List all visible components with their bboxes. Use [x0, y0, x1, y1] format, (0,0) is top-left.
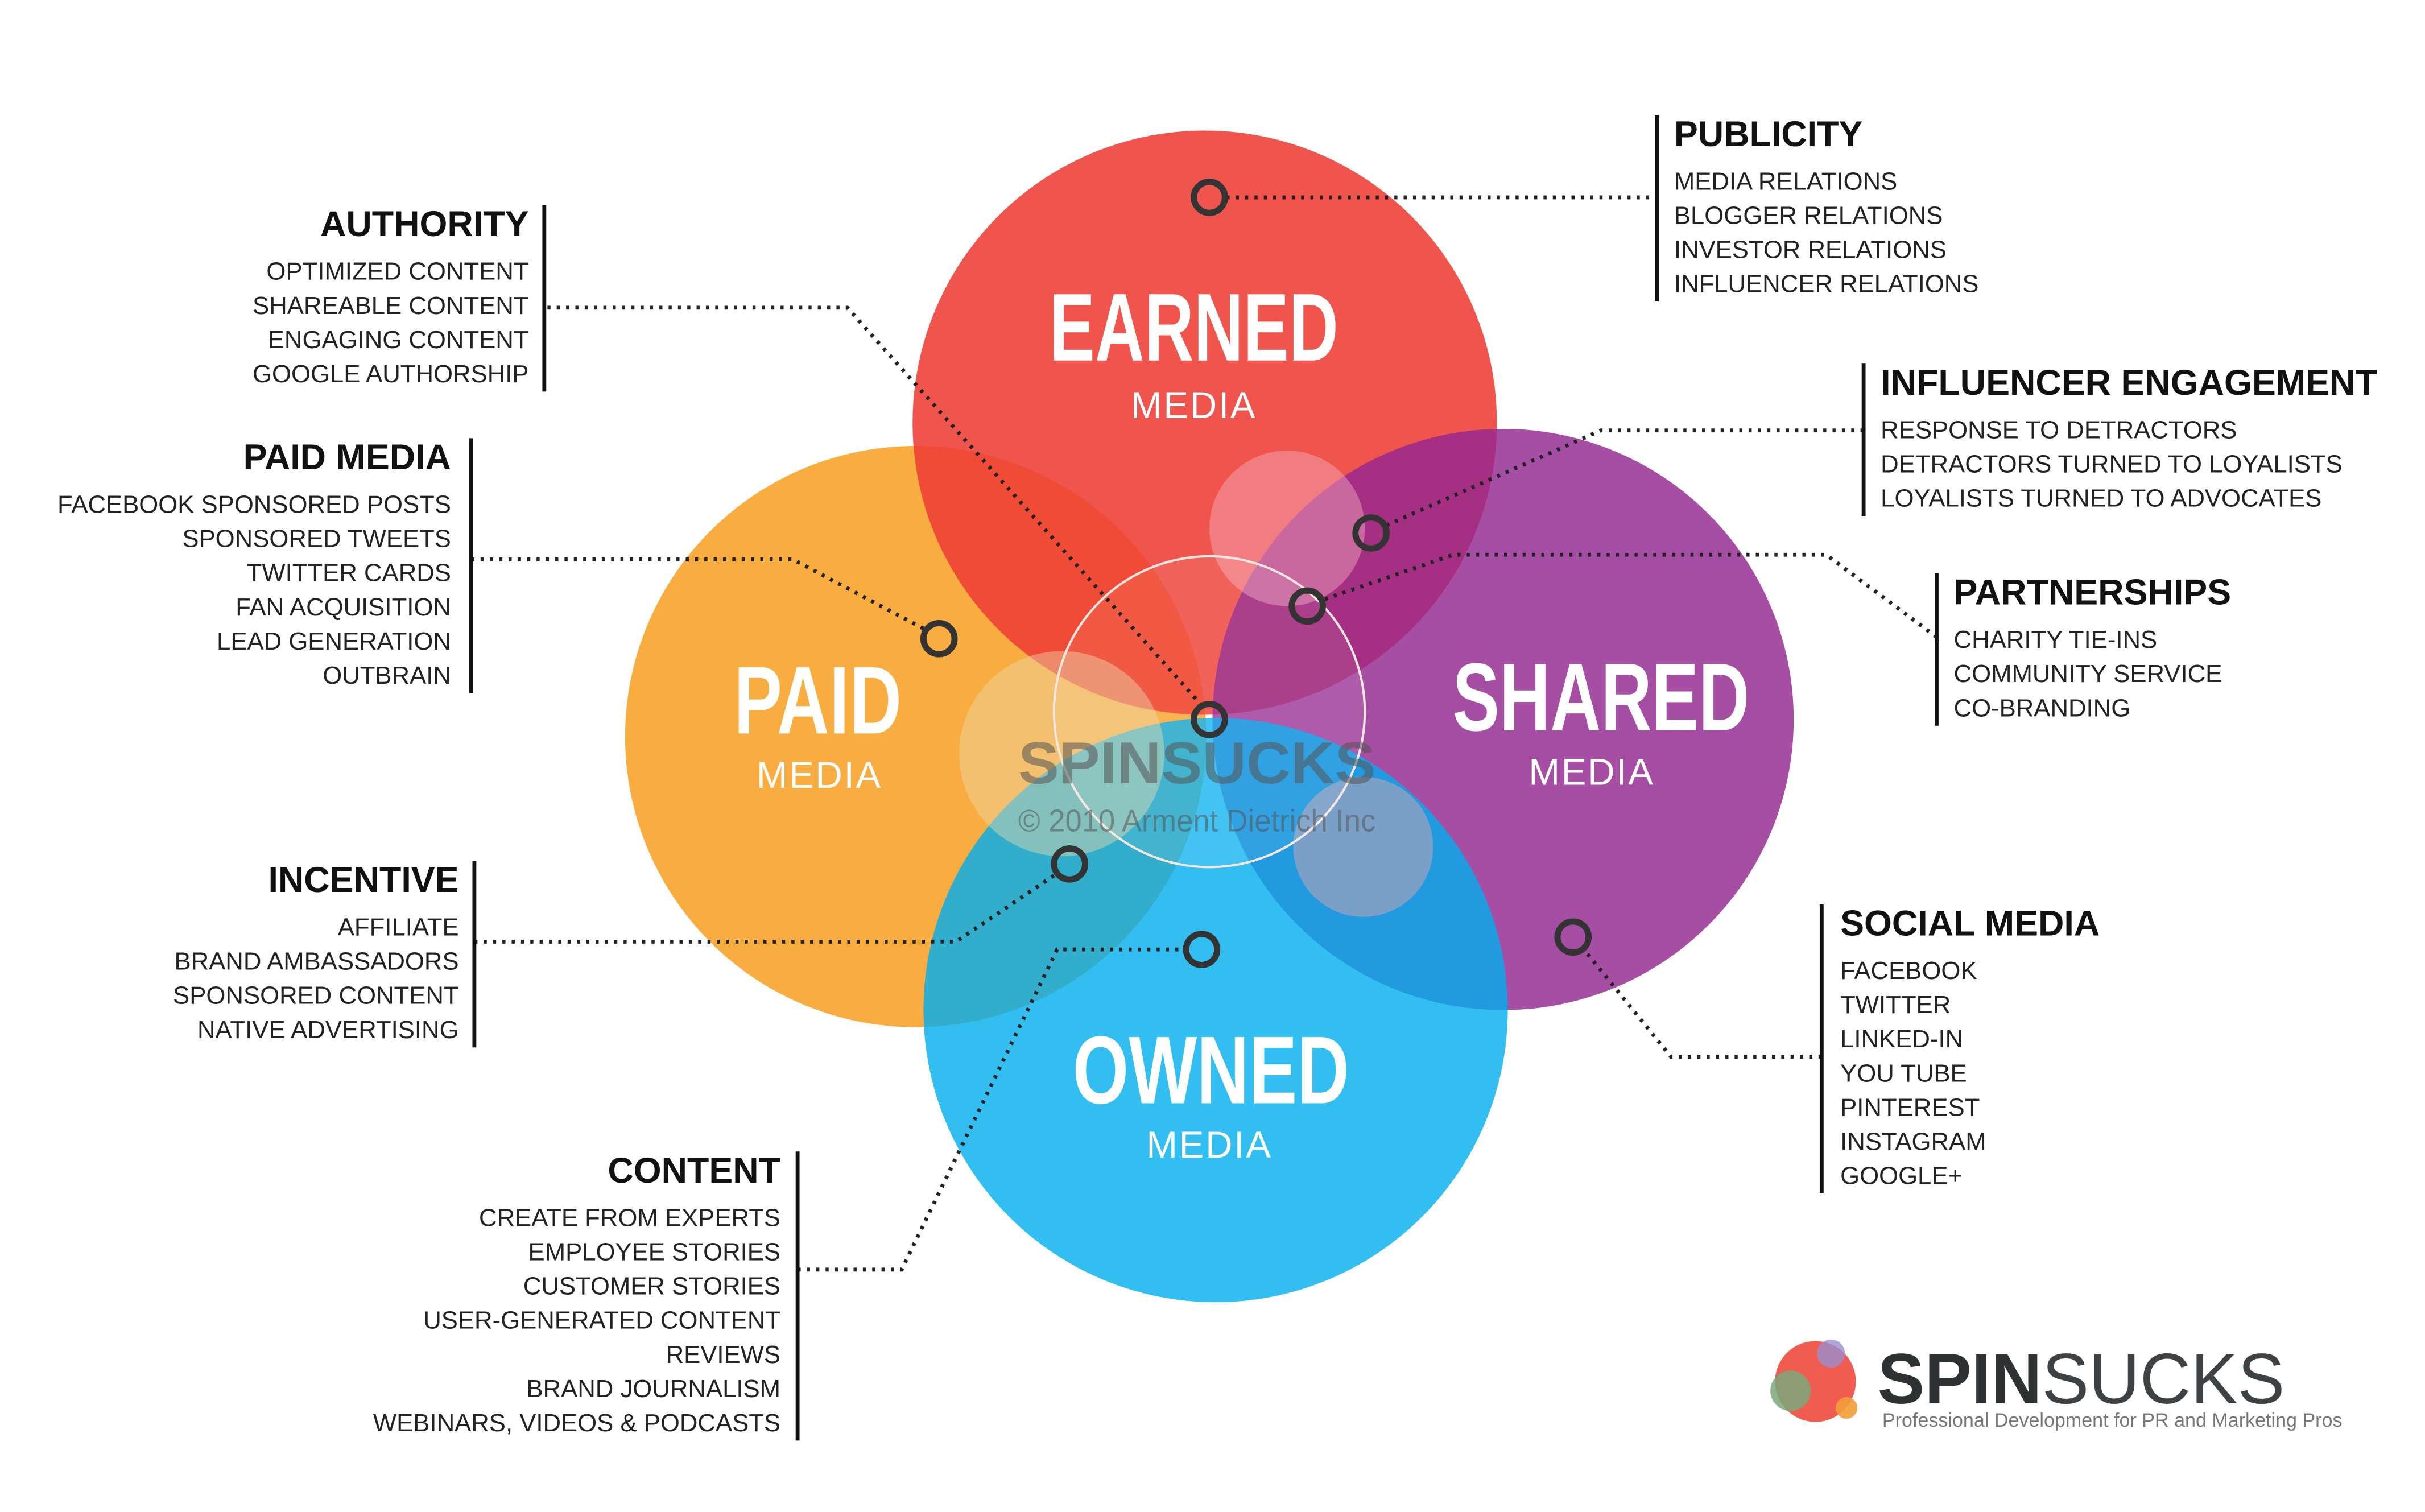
group-item: NATIVE ADVERTISING: [197, 1016, 459, 1044]
group-item: TWITTER CARDS: [247, 559, 451, 587]
group-item: DETRACTORS TURNED TO LOYALISTS: [1881, 450, 2343, 478]
connector-incentive: [474, 871, 1059, 944]
group-title: INFLUENCER ENGAGEMENT: [1881, 363, 2377, 403]
group-item: AFFILIATE: [338, 914, 459, 941]
connector-paid-media: [471, 557, 926, 631]
group-item: LOYALISTS TURNED TO ADVOCATES: [1881, 485, 2321, 513]
owned-circle: [923, 718, 1508, 1303]
group-item: INVESTOR RELATIONS: [1674, 236, 1947, 263]
logo-circle-green: [1770, 1370, 1811, 1411]
connectors: [471, 179, 1938, 1272]
group-item: INFLUENCER RELATIONS: [1674, 270, 1979, 298]
earned-title: EARNED: [1050, 274, 1338, 381]
group-item: OPTIMIZED CONTENT: [266, 258, 528, 286]
group-item: USER-GENERATED CONTENT: [423, 1307, 780, 1335]
group-item: SPONSORED CONTENT: [173, 982, 458, 1010]
decor-circle: [959, 651, 1164, 857]
venn-circles: [625, 130, 1794, 1303]
group-item: OUTBRAIN: [323, 662, 451, 689]
group-item: FACEBOOK: [1840, 957, 1977, 985]
group-item: FACEBOOK SPONSORED POSTS: [57, 490, 451, 518]
shared-title: SHARED: [1453, 643, 1750, 751]
marker-social: [1554, 918, 1592, 956]
connector-influencer: [1386, 428, 1864, 527]
group-item: SPONSORED TWEETS: [182, 525, 451, 553]
paid-title: PAID: [734, 646, 902, 754]
marker-content: [1183, 931, 1221, 968]
logo-tagline: Professional Development for PR and Mark…: [1882, 1410, 2343, 1431]
group-item: COMMUNITY SERVICE: [1954, 660, 2222, 688]
group-item: LINKED-IN: [1840, 1025, 1963, 1053]
group-item: YOU TUBE: [1840, 1059, 1967, 1087]
connector-authority: [547, 305, 1205, 709]
group-item: BRAND JOURNALISM: [526, 1375, 780, 1403]
group-authority: AUTHORITY OPTIMIZED CONTENT SHAREABLE CONT…: [253, 204, 547, 392]
group-title: CONTENT: [608, 1151, 780, 1191]
group-item: RESPONSE TO DETRACTORS: [1881, 416, 2237, 444]
watermark-brand: SPINSUCKS: [1018, 730, 1375, 796]
logo-circle-purple: [1817, 1339, 1845, 1368]
group-title: PUBLICITY: [1674, 114, 1863, 154]
marker-partnerships: [1288, 587, 1326, 625]
group-item: CO-BRANDING: [1954, 694, 2131, 722]
group-item: BRAND AMBASSADORS: [174, 948, 458, 976]
group-item: CREATE FROM EXPERTS: [479, 1204, 780, 1232]
earned-sub: MEDIA: [1131, 385, 1257, 426]
group-social-media: SOCIAL MEDIA FACEBOOK TWITTER LINKED-IN YOU …: [1819, 904, 2100, 1193]
shared-sub: MEDIA: [1528, 751, 1654, 793]
group-title: PAID MEDIA: [243, 437, 451, 477]
logo-wordmark: SPINSUCKS: [1878, 1339, 2285, 1419]
group-publicity: PUBLICITY MEDIA RELATIONS BLOGGER RELATION…: [1655, 114, 1979, 301]
logo-spin: SPIN: [1878, 1339, 2042, 1419]
label-groups: AUTHORITY OPTIMIZED CONTENT SHAREABLE CONT…: [57, 114, 2377, 1441]
paid-sub: MEDIA: [757, 754, 882, 796]
group-item: GOOGLE+: [1840, 1162, 1963, 1190]
spinsucks-logo: SPINSUCKS Professional Development for P…: [1770, 1339, 2342, 1431]
center-ring: [1052, 555, 1366, 869]
group-item: SHAREABLE CONTENT: [253, 292, 529, 320]
group-item: REVIEWS: [666, 1341, 780, 1369]
group-item: FAN ACQUISITION: [236, 593, 451, 621]
group-item: INSTAGRAM: [1840, 1128, 1986, 1156]
logo-sucks: SUCKS: [2042, 1339, 2285, 1419]
group-item: TWITTER: [1840, 991, 1951, 1019]
watermark-copyright: © 2010 Arment Dietrich Inc: [1018, 803, 1375, 838]
logo-circle-orange: [1835, 1397, 1858, 1419]
group-item: LEAD GENERATION: [217, 627, 451, 655]
circle-labels: EARNED MEDIA PAID MEDIA SHARED MEDIA OWN…: [734, 274, 1749, 1166]
owned-sub: MEDIA: [1146, 1124, 1272, 1166]
group-item: CHARITY TIE-INS: [1954, 626, 2158, 654]
group-title: SOCIAL MEDIA: [1840, 904, 2100, 944]
group-item: EMPLOYEE STORIES: [528, 1238, 781, 1266]
marker-paid-media: [920, 619, 958, 658]
group-title: INCENTIVE: [268, 860, 458, 900]
group-item: PINTEREST: [1840, 1093, 1980, 1121]
group-item: WEBINARS, VIDEOS & PODCASTS: [373, 1409, 780, 1437]
group-item: GOOGLE AUTHORSHIP: [253, 360, 529, 388]
marker-publicity: [1191, 179, 1228, 216]
group-partnerships: PARTNERSHIPS CHARITY TIE-INS COMMUNITY SER…: [1935, 573, 2232, 726]
group-influencer-engagement: INFLUENCER ENGAGEMENT RESPONSE TO DETRACT…: [1861, 363, 2377, 516]
group-title: PARTNERSHIPS: [1954, 573, 2232, 613]
watermark: SPINSUCKS © 2010 Arment Dietrich Inc: [1018, 730, 1375, 838]
group-item: CUSTOMER STORIES: [523, 1273, 780, 1300]
group-item: ENGAGING CONTENT: [268, 326, 529, 354]
marker-authority: [1191, 701, 1228, 738]
connector-social: [1582, 948, 1822, 1059]
group-paid-media: PAID MEDIA FACEBOOK SPONSORED POSTS SPONSO…: [57, 437, 473, 693]
group-incentive: INCENTIVE AFFILIATE BRAND AMBASSADORS SPONS…: [173, 860, 477, 1048]
group-content: CONTENT CREATE FROM EXPERTS EMPLOYEE STORI…: [373, 1151, 800, 1441]
marker-influencer: [1352, 514, 1390, 552]
group-title: AUTHORITY: [320, 204, 528, 244]
decor-circle: [1209, 451, 1365, 606]
owned-title: OWNED: [1073, 1017, 1349, 1124]
connector-content: [798, 947, 1187, 1272]
marker-incentive: [1051, 845, 1088, 883]
group-item: BLOGGER RELATIONS: [1674, 201, 1943, 229]
connector-partnerships: [1322, 552, 1938, 639]
group-item: MEDIA RELATIONS: [1674, 167, 1897, 195]
